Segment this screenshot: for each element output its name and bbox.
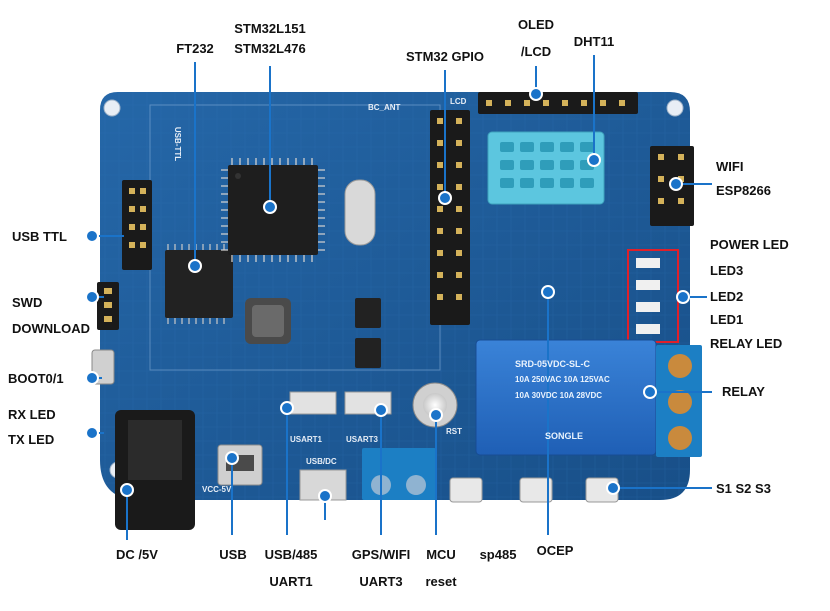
label-relay-led: RELAY LED <box>710 336 783 351</box>
label-usb: USB <box>219 547 247 562</box>
callout-lines <box>92 55 712 540</box>
label-relay: RELAY <box>722 384 765 399</box>
oled-lcd-header <box>478 92 638 114</box>
label-mcu: MCU <box>426 547 456 562</box>
label-gps-wifi: GPS/WIFI <box>351 547 411 562</box>
label-lcd: /LCD <box>520 44 552 59</box>
label-stm32l476: STM32L476 <box>234 41 306 56</box>
swd-header <box>97 282 119 330</box>
label-tx-led: TX LED <box>8 432 55 447</box>
label-ocep: OCEP <box>536 543 574 558</box>
dht11-sensor <box>487 131 605 205</box>
label-usb-485: USB/485 <box>264 547 318 562</box>
label-stm32-gpio: STM32 GPIO <box>405 49 485 64</box>
label-reset: reset <box>425 574 457 589</box>
label-led3: LED3 <box>710 263 744 278</box>
silk-lcd: LCD <box>450 97 467 106</box>
label-download: DOWNLOAD <box>12 321 90 336</box>
usb-ttl-header <box>122 180 152 270</box>
silk-srd-3: 10A 30VDC 10A 28VDC <box>515 391 603 400</box>
label-s1-s2-s3: S1 S2 S3 <box>716 481 771 496</box>
crystal <box>344 179 376 246</box>
label-esp8266: ESP8266 <box>716 183 771 198</box>
label-boot: BOOT0/1 <box>8 371 64 386</box>
silk-srd-1: SRD-05VDC-SL-C <box>515 359 591 369</box>
inductor <box>245 298 291 344</box>
label-dht11: DHT11 <box>573 34 615 49</box>
silk-vcc-5v: VCC-5V <box>202 485 232 494</box>
label-rx-led: RX LED <box>8 407 56 422</box>
label-dc-5v: DC /5V <box>116 547 158 562</box>
tact-buttons <box>449 477 619 503</box>
dc-jack <box>115 410 195 530</box>
silk-rst: RST <box>446 427 462 436</box>
relay-terminal-block <box>656 345 702 457</box>
silk-usb-dc: USB/DC <box>306 457 337 466</box>
label-led2: LED2 <box>710 289 744 304</box>
label-uart3: UART3 <box>359 574 403 589</box>
label-oled: OLED <box>517 17 555 32</box>
label-power-led: POWER LED <box>710 237 789 252</box>
label-ft232: FT232 <box>176 41 214 56</box>
label-uart1: UART1 <box>269 574 313 589</box>
silk-usart1: USART1 <box>290 435 323 444</box>
rs485-terminal <box>362 448 436 500</box>
silk-srd-2: 10A 250VAC 10A 125VAC <box>515 375 610 384</box>
usb-connector <box>217 444 263 486</box>
ft232-chip <box>165 244 233 324</box>
silk-bc-ant: BC_ANT <box>368 103 401 112</box>
callout-dots <box>85 87 690 503</box>
capacitors <box>355 298 381 368</box>
label-wifi: WIFI <box>716 159 744 174</box>
label-swd: SWD <box>12 295 43 310</box>
label-stm32l151: STM32L151 <box>234 21 306 36</box>
stm32-gpio-header <box>430 110 470 325</box>
silk-usb-ttl: USB-TTL <box>173 126 183 162</box>
silk-usart3: USART3 <box>346 435 379 444</box>
label-sp485: sp485 <box>479 547 517 562</box>
label-usb-ttl: USB TTL <box>12 229 67 244</box>
label-led1: LED1 <box>710 312 744 327</box>
silk-songle: SONGLE <box>545 431 584 441</box>
